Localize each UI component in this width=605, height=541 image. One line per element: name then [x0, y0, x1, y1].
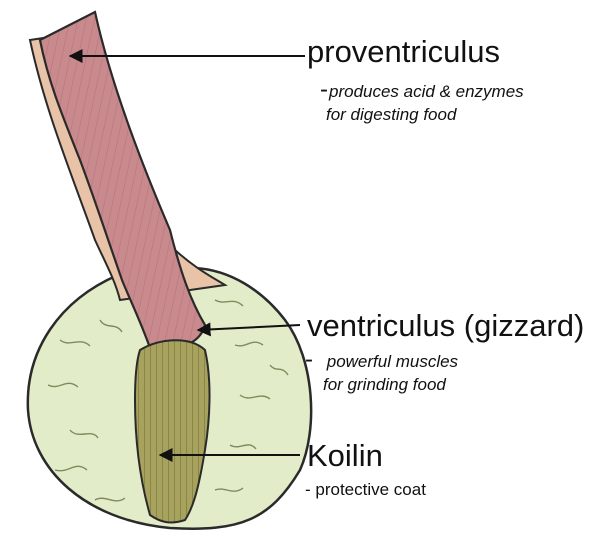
- koilin-description: - protective coat: [305, 480, 426, 500]
- ventriculus-dash: -: [305, 346, 313, 373]
- proventriculus-dash: -: [320, 76, 328, 103]
- ventriculus-desc-line2: for grinding food: [305, 375, 446, 394]
- proventriculus-desc-line2: for digesting food: [320, 105, 456, 124]
- ventriculus-desc-line1: powerful muscles: [319, 352, 458, 371]
- proventriculus-description: -produces acid & enzymes for digesting f…: [320, 78, 524, 126]
- proventriculus-desc-line1: produces acid & enzymes: [329, 82, 524, 101]
- proventriculus-label: proventriculus: [307, 34, 500, 70]
- ventriculus-label: ventriculus (gizzard): [307, 308, 584, 344]
- ventriculus-description: - powerful muscles for grinding food: [305, 348, 458, 396]
- koilin-label: Koilin: [307, 438, 383, 474]
